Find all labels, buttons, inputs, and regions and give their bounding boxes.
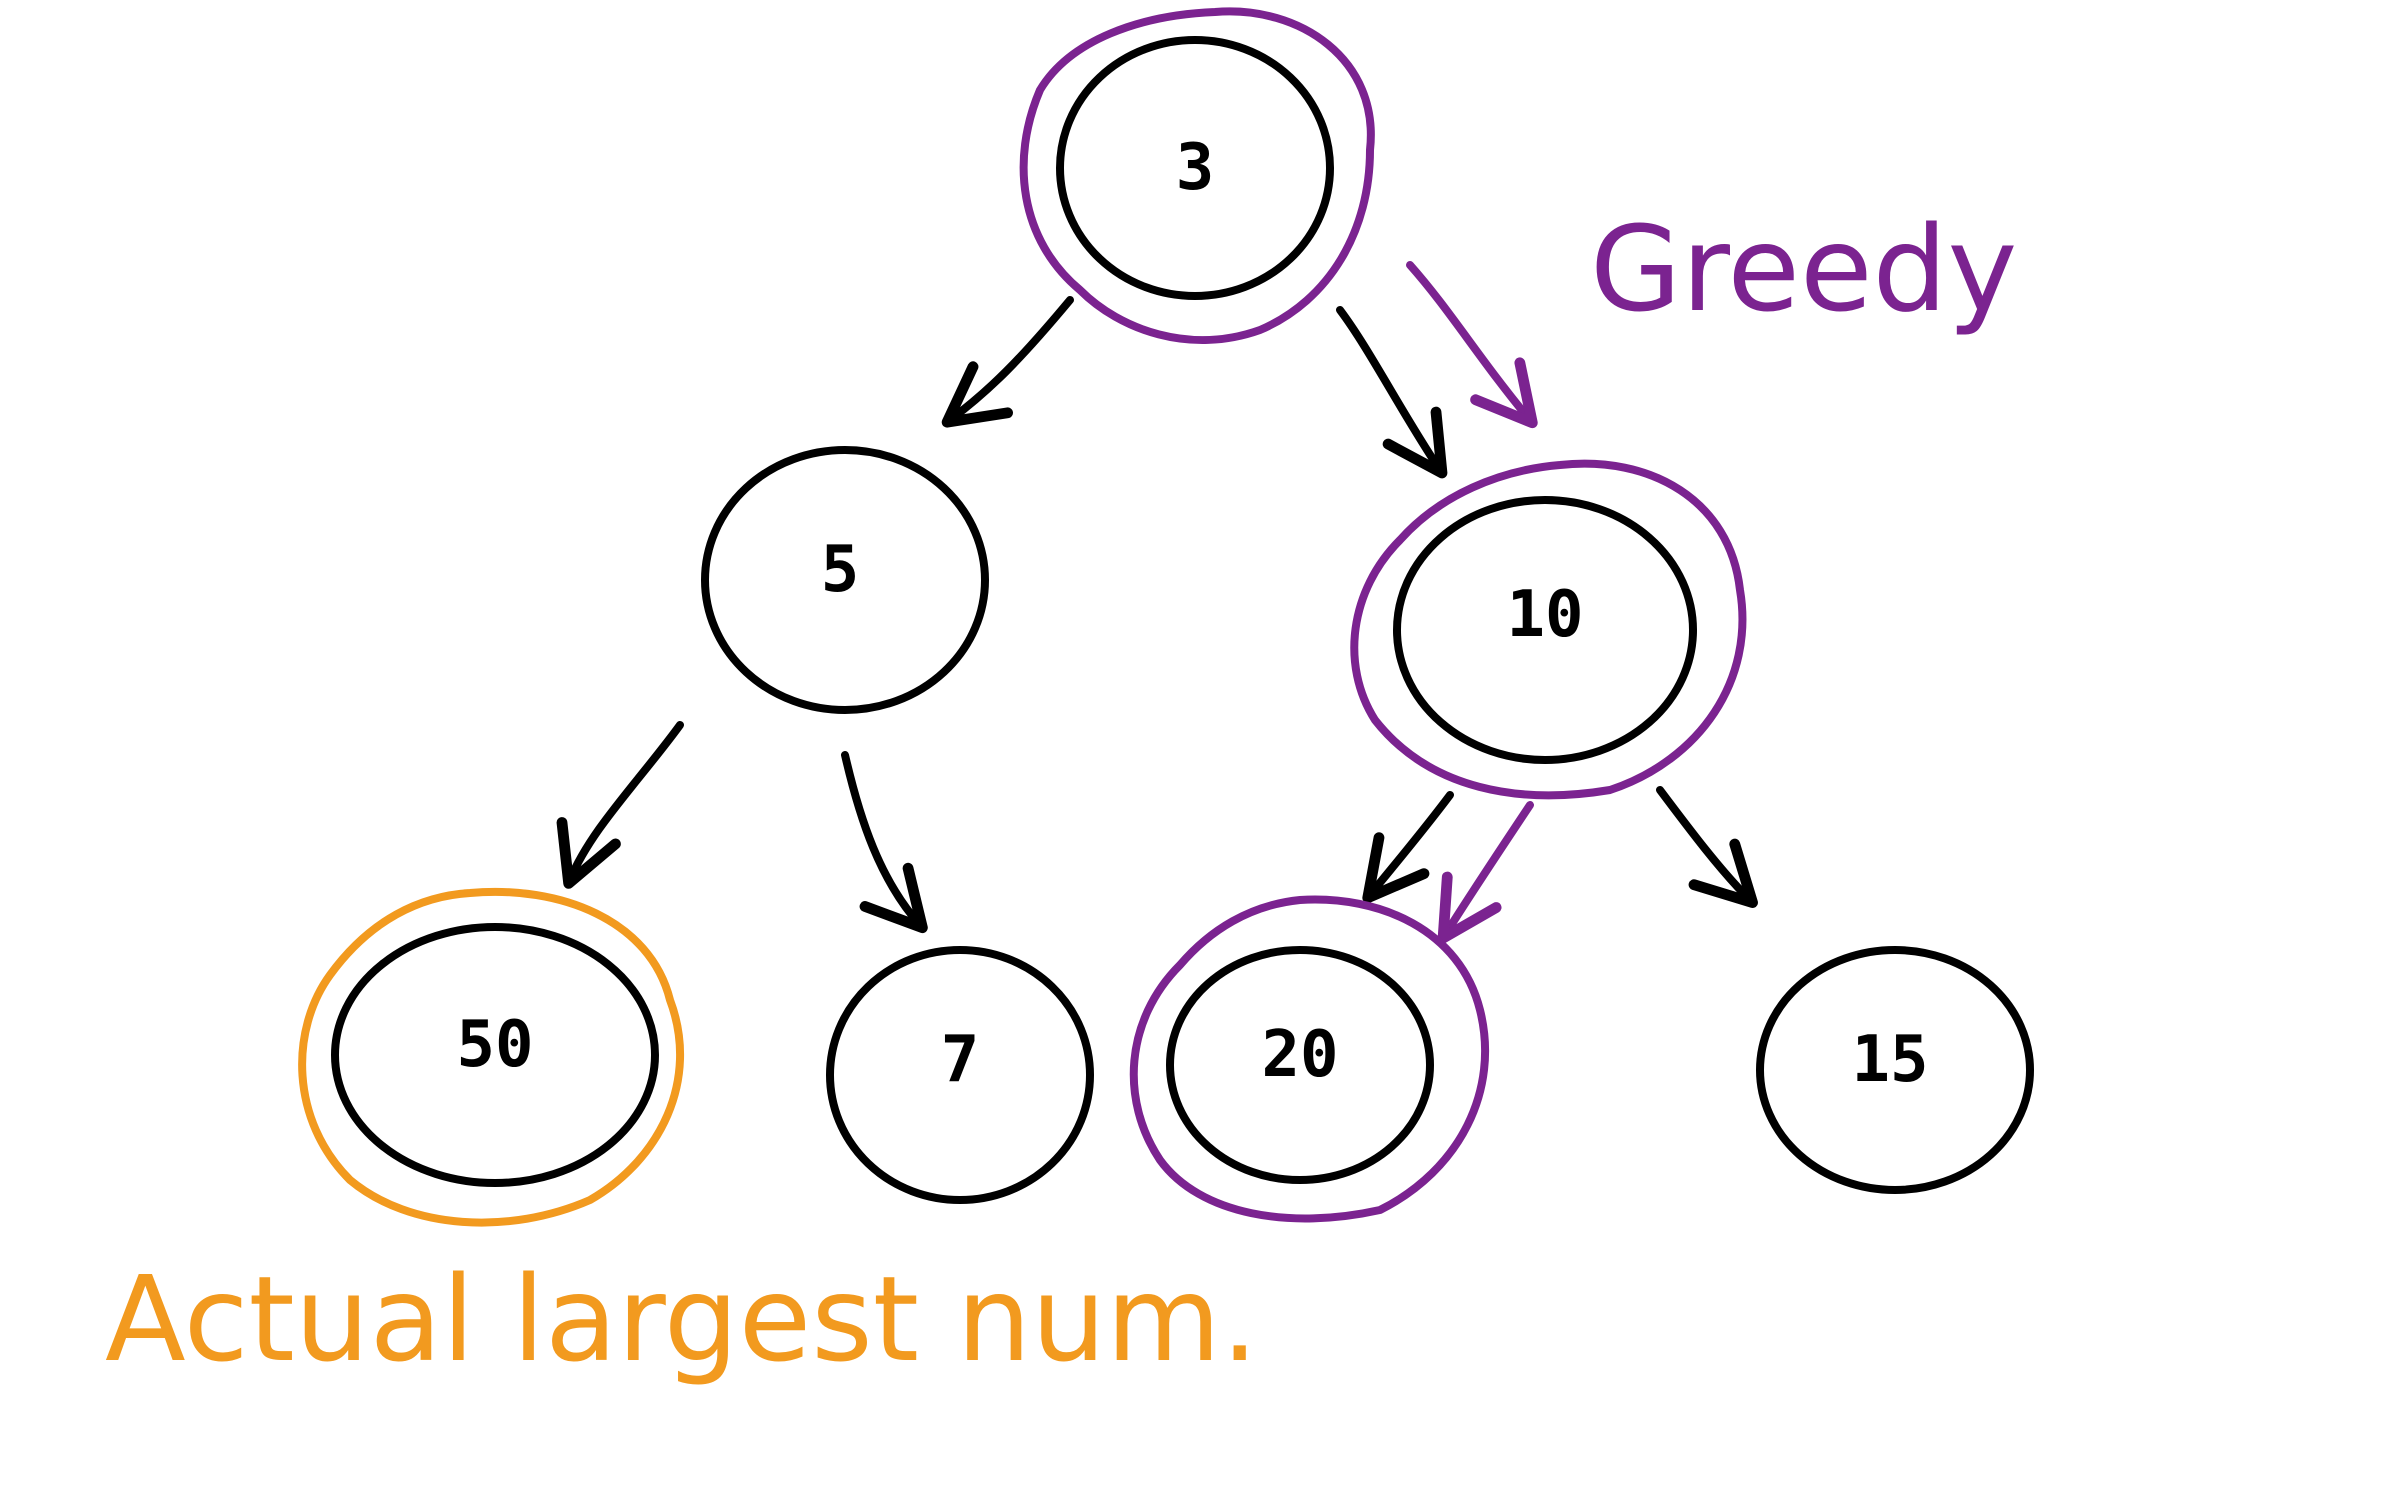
- edge-10-20: [1362, 791, 1454, 904]
- actual-highlight: [298, 887, 684, 1227]
- greedy-ring-20: [1129, 895, 1490, 1223]
- node-5-label: 5: [821, 533, 860, 607]
- greedy-ring-10: [1350, 459, 1747, 800]
- node-7-label: 7: [941, 1023, 980, 1097]
- node-10-label: 10: [1506, 578, 1583, 652]
- tree-edges: [556, 296, 1758, 934]
- tree-nodes: [331, 36, 2034, 1204]
- greedy-highlights: [1019, 7, 1747, 1223]
- node-labels: 3 5 10 50 7 20 15: [456, 131, 1928, 1097]
- greedy-edge-10-20: [1437, 801, 1534, 944]
- node-15-circle: [1756, 946, 2034, 1194]
- node-20-label: 20: [1261, 1018, 1338, 1092]
- actual-ring-50: [298, 887, 684, 1227]
- node-50-circle: [331, 923, 659, 1187]
- edge-5-50: [556, 721, 684, 889]
- node-15-label: 15: [1851, 1023, 1928, 1097]
- node-3-circle: [1056, 36, 1334, 300]
- node-10-circle: [1393, 496, 1697, 764]
- edge-3-5: [941, 296, 1074, 428]
- edge-10-15: [1656, 786, 1758, 908]
- edge-5-7: [841, 751, 928, 934]
- node-5-circle: [701, 446, 989, 714]
- actual-annotation: Actual largest num.: [105, 1250, 1259, 1388]
- node-3-label: 3: [1176, 131, 1215, 205]
- greedy-edge-3-10: [1406, 261, 1538, 429]
- edge-3-10: [1336, 306, 1448, 479]
- greedy-edges: [1406, 261, 1538, 944]
- node-7-circle: [826, 946, 1094, 1204]
- greedy-annotation: Greedy: [1590, 200, 2017, 338]
- node-20-circle: [1166, 946, 1434, 1184]
- node-50-label: 50: [456, 1008, 533, 1082]
- greedy-ring-3: [1019, 7, 1375, 344]
